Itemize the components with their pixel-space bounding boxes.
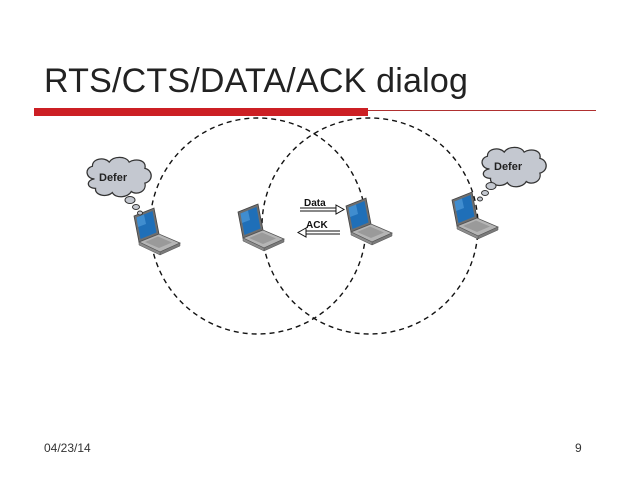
thought-bubble-dot: [132, 204, 140, 210]
laptop-icon: [345, 197, 393, 246]
title-underline-accent: [34, 108, 368, 116]
thought-bubble-dot: [485, 182, 497, 190]
data-arrow: [300, 204, 346, 215]
thought-bubble-dot: [124, 196, 136, 204]
footer-page-number: 9: [575, 441, 582, 455]
left-cloud-label: Defer: [99, 172, 128, 184]
ack-arrow-label: ACK: [306, 220, 328, 231]
thought-bubble-dot: [137, 210, 143, 216]
data-arrow-label: Data: [304, 198, 326, 209]
thought-bubble-dot: [477, 196, 483, 202]
footer-date: 04/23/14: [44, 441, 91, 455]
slide-title: RTS/CTS/DATA/ACK dialog: [44, 62, 469, 100]
laptop-icon: [237, 203, 285, 252]
ack-arrow: [296, 227, 340, 238]
right-cloud-label: Defer: [494, 161, 523, 173]
thought-bubble-dot: [481, 190, 489, 196]
